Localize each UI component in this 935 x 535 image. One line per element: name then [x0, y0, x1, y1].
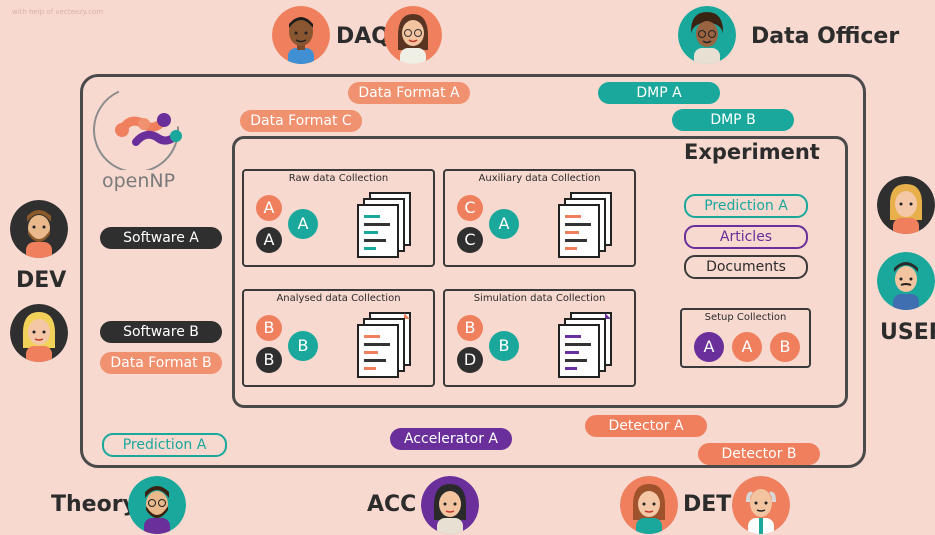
data-officer-role-label: Data Officer — [751, 24, 900, 49]
setup-badge-3: B — [770, 332, 800, 362]
aux-badge-1: C — [457, 195, 483, 221]
daq-avatar-man-icon — [272, 6, 330, 64]
raw-badge-2: A — [288, 209, 318, 239]
document-stack-icon — [555, 311, 615, 379]
accelerator-a-pill: Accelerator A — [390, 428, 512, 450]
auxiliary-data-collection: Auxiliary data Collection C A C — [443, 169, 636, 267]
document-stack-icon — [354, 191, 414, 259]
documents-pill: Documents — [684, 255, 808, 279]
dev-role-label: DEV — [16, 268, 67, 293]
document-stack-icon — [555, 191, 615, 259]
setup-badge-2: A — [732, 332, 762, 362]
analysed-badge-2: B — [288, 331, 318, 361]
auxiliary-data-collection-title: Auxiliary data Collection — [478, 173, 601, 184]
software-b-pill: Software B — [100, 321, 222, 343]
analysed-badge-3: B — [256, 347, 282, 373]
raw-data-collection: Raw data Collection A A A — [242, 169, 435, 267]
det-avatar-man-icon — [732, 476, 790, 534]
simulation-badge-2: B — [489, 331, 519, 361]
acc-avatar-icon — [421, 476, 479, 534]
raw-badge-1: A — [256, 195, 282, 221]
user-avatar-woman-icon — [877, 176, 935, 234]
aux-badge-3: C — [457, 227, 483, 253]
analysed-data-collection: Analysed data Collection B B B — [242, 289, 435, 387]
dmp-a-pill: DMP A — [598, 82, 720, 104]
opennp-logo-icon — [92, 86, 202, 173]
data-format-a-pill: Data Format A — [348, 82, 470, 104]
setup-collection-title: Setup Collection — [704, 312, 787, 323]
analysed-badge-1: B — [256, 315, 282, 341]
user-avatar-man-icon — [877, 252, 935, 310]
daq-avatar-woman-icon — [384, 6, 442, 64]
dmp-b-pill: DMP B — [672, 109, 794, 131]
raw-badge-3: A — [256, 227, 282, 253]
raw-data-collection-title: Raw data Collection — [288, 173, 389, 184]
opennp-frame — [80, 74, 866, 468]
data-officer-avatar-icon — [678, 6, 736, 64]
setup-badge-1: A — [694, 332, 724, 362]
daq-role-label: DAQ — [336, 24, 390, 49]
data-format-c-pill: Data Format C — [240, 110, 362, 132]
experiment-frame — [232, 136, 848, 408]
analysed-data-collection-title: Analysed data Collection — [276, 293, 401, 304]
experiment-title: Experiment — [684, 140, 820, 164]
simulation-badge-1: B — [457, 315, 483, 341]
setup-collection: Setup Collection A A B — [680, 308, 811, 368]
detector-a-pill: Detector A — [585, 415, 707, 437]
software-a-pill: Software A — [100, 227, 222, 249]
theory-role-label: Theory — [51, 492, 137, 517]
user-role-label: USER — [880, 320, 935, 345]
credit-text: with help of vecteezy.com — [12, 8, 104, 16]
det-avatar-woman-icon — [620, 476, 678, 534]
data-format-b-pill: Data Format B — [100, 352, 222, 374]
dev-avatar-woman-icon — [10, 304, 68, 362]
det-role-label: DET — [683, 492, 732, 517]
acc-role-label: ACC — [367, 492, 417, 517]
aux-badge-2: A — [489, 209, 519, 239]
prediction-a-outer-pill: Prediction A — [102, 433, 227, 457]
detector-b-pill: Detector B — [698, 443, 820, 465]
document-stack-icon — [354, 311, 414, 379]
simulation-data-collection-title: Simulation data Collection — [473, 293, 606, 304]
articles-pill: Articles — [684, 225, 808, 249]
dev-avatar-man-icon — [10, 200, 68, 258]
prediction-a-exp-pill: Prediction A — [684, 194, 808, 218]
opennp-logo-text: openNP — [102, 170, 176, 192]
simulation-data-collection: Simulation data Collection B B D — [443, 289, 636, 387]
simulation-badge-3: D — [457, 347, 483, 373]
theory-avatar-icon — [128, 476, 186, 534]
